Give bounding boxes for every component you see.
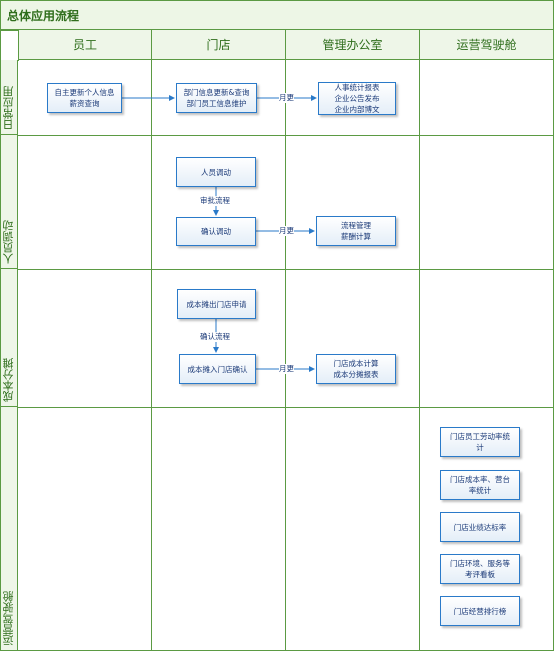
box-employee-self-service: 自主更新个人信息 薪资查询	[47, 83, 122, 113]
column-header-store: 门店	[151, 30, 285, 60]
box-office-reports: 人事统计报表 企业公告发布 企业内部博文	[318, 82, 396, 115]
column-header-cockpit: 运营驾驶舱	[419, 30, 554, 60]
grid-line	[0, 30, 1, 651]
box-store-cost-calc: 门店成本计算 成本分摊报表	[316, 354, 396, 384]
box-cockpit-cost-rate: 门店成本率、营台 率统计	[440, 470, 520, 500]
grid-line	[285, 60, 286, 651]
box-cockpit-labor-rate: 门店员工劳动率统 计	[440, 427, 520, 457]
edge-label-approval: 审批流程	[200, 196, 230, 206]
box-cost-in-confirm: 成本摊入门店确认	[179, 354, 256, 384]
edge-label-monthly: 月更	[279, 93, 294, 103]
diagram-title: 总体应用流程	[7, 9, 80, 23]
box-cockpit-service-board: 门店环境、服务等 考评看板	[440, 554, 520, 584]
column-header-employee: 员工	[18, 30, 151, 60]
row-header-cost: 成本分摊	[0, 269, 18, 407]
edge-label-monthly: 月更	[279, 364, 294, 374]
box-cockpit-ranking: 门店经营排行榜	[440, 596, 520, 626]
row-header-daily: 日常应用	[0, 60, 18, 135]
row-header-transfer: 人员调动	[0, 135, 18, 269]
box-staff-transfer: 人员调动	[176, 157, 256, 187]
box-cockpit-target-rate: 门店业绩达标率	[440, 512, 520, 542]
grid-line	[419, 60, 420, 651]
edge-label-confirm: 确认流程	[200, 332, 230, 342]
grid-line	[18, 407, 554, 408]
grid-line	[18, 269, 554, 270]
grid-line	[151, 60, 152, 651]
box-store-dept-info: 部门信息更新&查询 部门员工信息维护	[176, 83, 257, 113]
box-cost-out-request: 成本摊出门店申请	[177, 289, 256, 319]
title-bar: 总体应用流程	[0, 0, 554, 30]
grid-line	[18, 135, 554, 136]
column-header-office: 管理办公室	[285, 30, 419, 60]
box-confirm-transfer: 确认调动	[176, 217, 256, 246]
edge-label-monthly: 月更	[279, 226, 294, 236]
box-process-management: 流程管理 薪酬计算	[316, 216, 396, 246]
